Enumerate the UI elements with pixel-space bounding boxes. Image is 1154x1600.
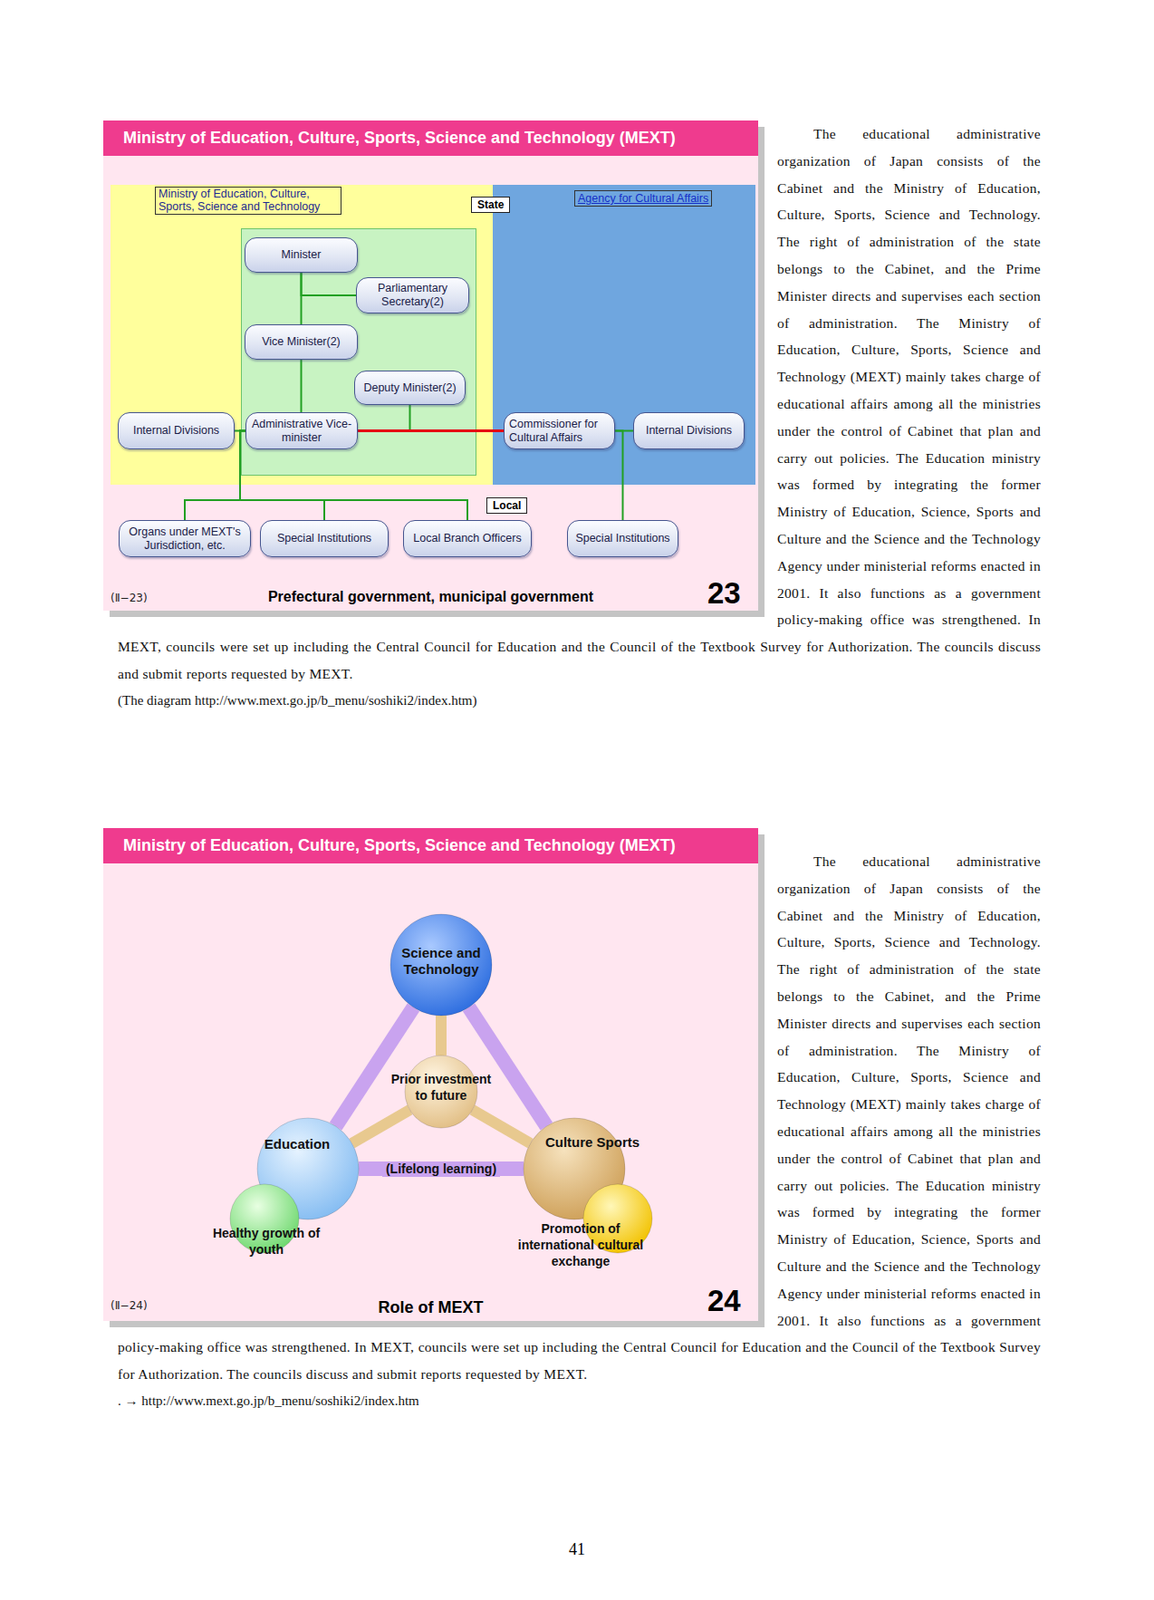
connector bbox=[357, 429, 504, 433]
label-wrap: (Ⅱ−23) bbox=[110, 591, 148, 605]
org-box: Organs under MEXT's Jurisdiction, etc. bbox=[118, 519, 251, 558]
label-wrap: (Ⅱ−24) bbox=[110, 1298, 148, 1312]
org-box: Special Institutions bbox=[259, 519, 389, 558]
slide-number: 23 bbox=[707, 577, 741, 608]
circle-fill bbox=[390, 913, 492, 1016]
org-box: Administrative Vice-minister bbox=[245, 412, 358, 450]
org-box: Minister bbox=[244, 237, 358, 273]
ministry-region: Ministry of Education, Culture, Sports, … bbox=[110, 184, 493, 485]
slide-title: Ministry of Education, Culture, Sports, … bbox=[103, 120, 759, 156]
page-number: 41 bbox=[0, 1539, 1154, 1559]
slide-code: (Ⅱ−24) bbox=[110, 1298, 148, 1312]
connector bbox=[301, 272, 357, 296]
circle-label: Science and Technology bbox=[395, 944, 487, 978]
connector bbox=[358, 1161, 524, 1176]
org-box: Internal Divisions bbox=[633, 412, 745, 450]
body-text: The educational administrative organizat… bbox=[117, 847, 1041, 1388]
connector bbox=[300, 359, 303, 413]
box-label: Commissioner for Cultural Affairs bbox=[509, 417, 611, 445]
box-label: Deputy Minister(2) bbox=[363, 381, 456, 395]
org-box: Parliamentary Secretary(2) bbox=[355, 277, 470, 314]
edge-label: (Lifelong learning) bbox=[382, 1161, 501, 1177]
text-flow: The educational administrative organizat… bbox=[117, 120, 1041, 715]
slide-title: Ministry of Education, Culture, Sports, … bbox=[103, 827, 759, 864]
box-label: Parliamentary Secretary(2) bbox=[360, 281, 465, 309]
label-wrap: State bbox=[471, 195, 510, 213]
body-text: The educational administrative organizat… bbox=[117, 120, 1041, 688]
label-wrap: 24 bbox=[707, 1285, 741, 1316]
role-circle: Science and Technology bbox=[390, 913, 492, 1016]
label-wrap: 23 bbox=[707, 577, 741, 608]
org-box: Vice Minister(2) bbox=[244, 324, 358, 360]
region-tag: State bbox=[471, 196, 510, 213]
slide-panel: Ministry of Education, Culture, Sports, … bbox=[103, 120, 759, 611]
role-circle: Healthy growth of youth bbox=[206, 1183, 327, 1270]
connector bbox=[615, 431, 624, 521]
role-circle: Promotion of international cultural exch… bbox=[507, 1183, 654, 1275]
box-label: Organs under MEXT's Jurisdiction, etc. bbox=[123, 525, 247, 553]
box-label: Vice Minister(2) bbox=[261, 335, 341, 349]
float-spacer bbox=[117, 120, 778, 634]
box-label: Special Institutions bbox=[277, 531, 372, 546]
text-flow: The educational administrative organizat… bbox=[117, 847, 1041, 1415]
org-box: Local Branch Officers bbox=[403, 519, 532, 558]
edge-label-wrap: (Lifelong learning) bbox=[382, 1160, 501, 1177]
org-box: Internal Divisions bbox=[117, 412, 235, 450]
circle-label: Healthy growth of youth bbox=[206, 1224, 327, 1258]
float-spacer bbox=[117, 847, 778, 1334]
circle-label: Culture Sports bbox=[543, 1134, 642, 1151]
label-wrap: 41 bbox=[0, 1539, 1154, 1559]
slide-number: 24 bbox=[707, 1285, 741, 1316]
circle-label: Promotion of international cultural exch… bbox=[507, 1220, 654, 1270]
box-label: Internal Divisions bbox=[645, 423, 732, 438]
org-box: Deputy Minister(2) bbox=[354, 370, 466, 405]
slide-caption: Prefectural government, municipal govern… bbox=[103, 588, 759, 606]
slide-caption: Role of MEXT bbox=[103, 1298, 759, 1318]
connector bbox=[357, 404, 411, 432]
region-tag: Local bbox=[486, 497, 528, 514]
connector bbox=[352, 1109, 411, 1144]
region-heading: Ministry of Education, Culture, Sports, … bbox=[154, 186, 342, 215]
label-wrap: Role of MEXT bbox=[103, 1298, 759, 1318]
source-note: . → http://www.mext.go.jp/b_menu/soshiki… bbox=[117, 1387, 1041, 1415]
org-box: Special Institutions bbox=[567, 519, 679, 558]
source-note: (The diagram http://www.mext.go.jp/b_men… bbox=[117, 687, 1041, 715]
box-label: Internal Divisions bbox=[133, 423, 220, 438]
circle-label: Prior investment to future bbox=[384, 1070, 498, 1104]
role-circle: Prior investment to future bbox=[382, 1050, 501, 1133]
box-label: Administrative Vice-minister bbox=[250, 417, 354, 445]
box-label: Minister bbox=[281, 248, 322, 262]
agency-region: Agency for Cultural AffairsCommissioner … bbox=[492, 184, 756, 485]
connector bbox=[435, 1015, 447, 1056]
region-heading: Agency for Cultural Affairs bbox=[574, 190, 712, 207]
slide-panel: Ministry of Education, Culture, Sports, … bbox=[103, 827, 759, 1321]
org-box: Commissioner for Cultural Affairs bbox=[503, 412, 616, 450]
box-label: Local Branch Officers bbox=[413, 531, 521, 546]
label-wrap: Prefectural government, municipal govern… bbox=[103, 588, 759, 606]
connector bbox=[472, 1109, 531, 1144]
circle-label: Education bbox=[260, 1135, 334, 1153]
box-label: Special Institutions bbox=[575, 531, 670, 546]
label-wrap: Local bbox=[486, 496, 528, 514]
slide-code: (Ⅱ−23) bbox=[110, 591, 148, 605]
